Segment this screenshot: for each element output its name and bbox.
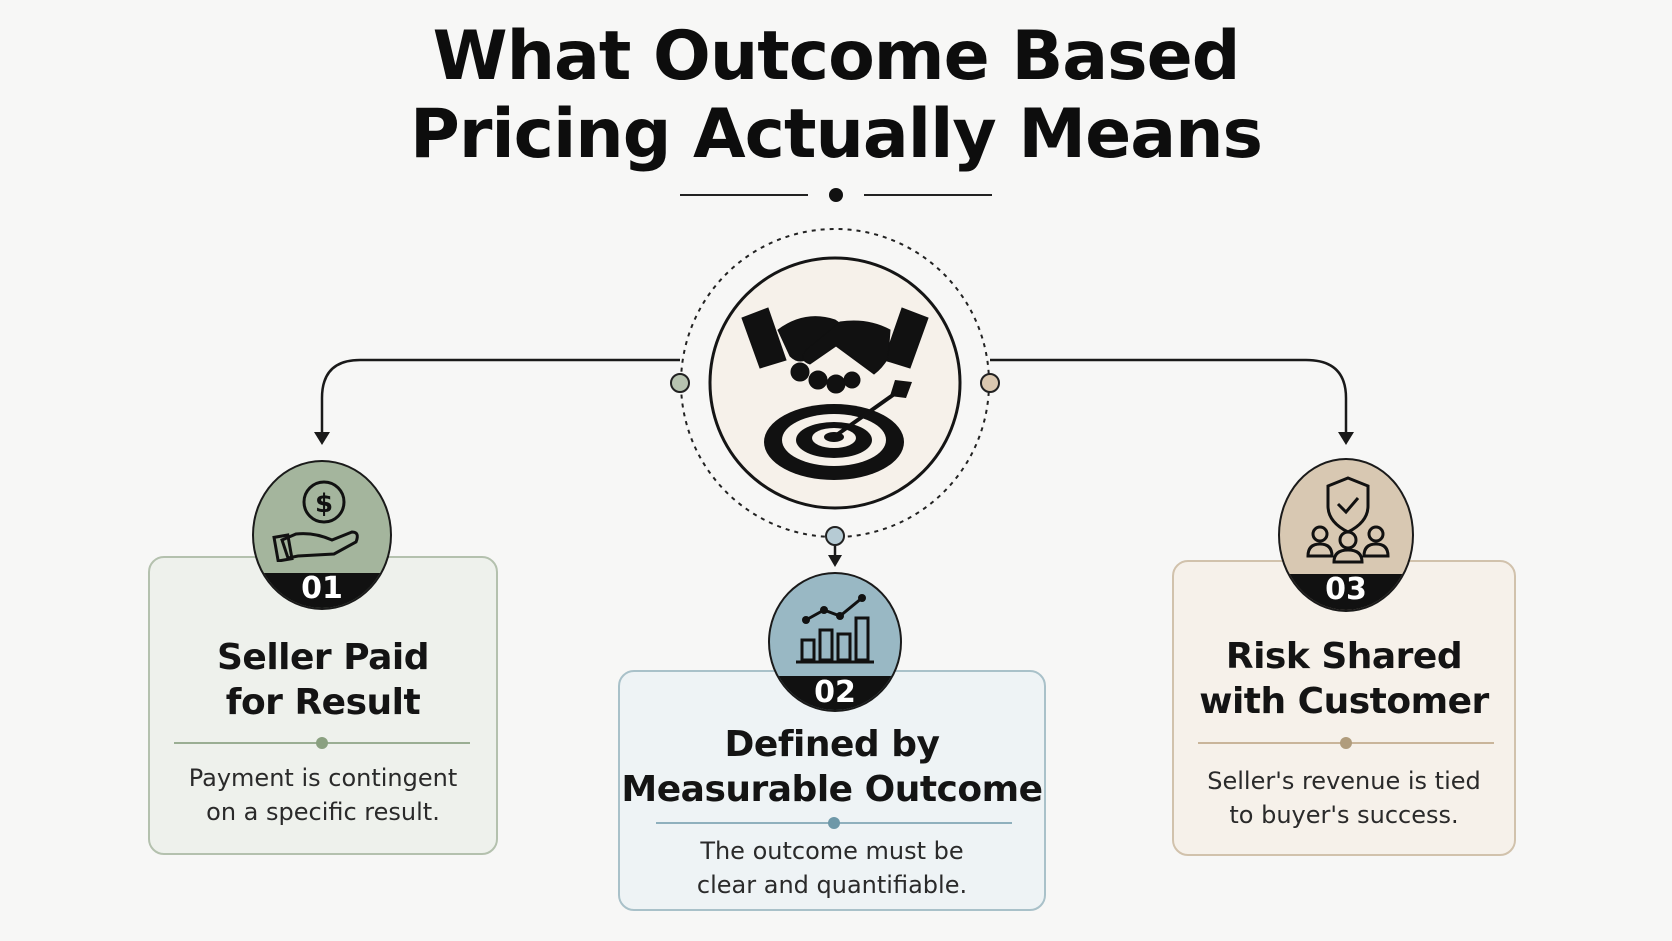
- target-icon: [764, 380, 912, 480]
- card-risk-shared: Risk Shared with Customer Seller's reven…: [1172, 560, 1516, 856]
- hub-node-right: [980, 373, 1000, 393]
- badge-01: $ 01: [252, 460, 392, 610]
- card-divider-dot: [1340, 737, 1352, 749]
- hub-node-left: [670, 373, 690, 393]
- bar-chart-icon: [796, 594, 874, 664]
- badge-number: 02: [770, 676, 900, 710]
- hub-node-bottom: [825, 526, 845, 546]
- card-heading: Risk Shared with Customer: [1199, 636, 1489, 722]
- card-description: Seller's revenue is tied to buyer's succ…: [1207, 767, 1481, 829]
- arrow-right-icon: [1338, 432, 1354, 445]
- svg-text:$: $: [315, 489, 333, 519]
- handshake-icon: [741, 307, 929, 394]
- arrow-left-icon: [314, 432, 330, 445]
- title-line-2: Pricing Actually Means: [410, 95, 1263, 174]
- badge-03: 03: [1278, 458, 1414, 612]
- card-description: Payment is contingent on a specific resu…: [188, 764, 458, 826]
- badge-02: 02: [768, 572, 902, 712]
- card-description: The outcome must be clear and quantifiab…: [696, 837, 968, 899]
- connector-left: [320, 358, 680, 436]
- card-divider-dot: [828, 817, 840, 829]
- card-heading: Defined by Measurable Outcome: [621, 724, 1043, 810]
- badge-number: 03: [1280, 574, 1412, 610]
- title-divider: [680, 188, 992, 202]
- card-divider-dot: [316, 737, 328, 749]
- title-line-1: What Outcome Based: [432, 17, 1241, 96]
- shield-team-icon: [1306, 476, 1390, 564]
- page-title: What Outcome Based Pricing Actually Mean…: [0, 18, 1672, 174]
- badge-number: 01: [254, 573, 390, 608]
- connector-right: [990, 358, 1348, 436]
- card-heading: Seller Paid for Result: [216, 637, 430, 723]
- hand-dollar-icon: $: [272, 480, 359, 562]
- arrow-down-icon: [828, 555, 842, 567]
